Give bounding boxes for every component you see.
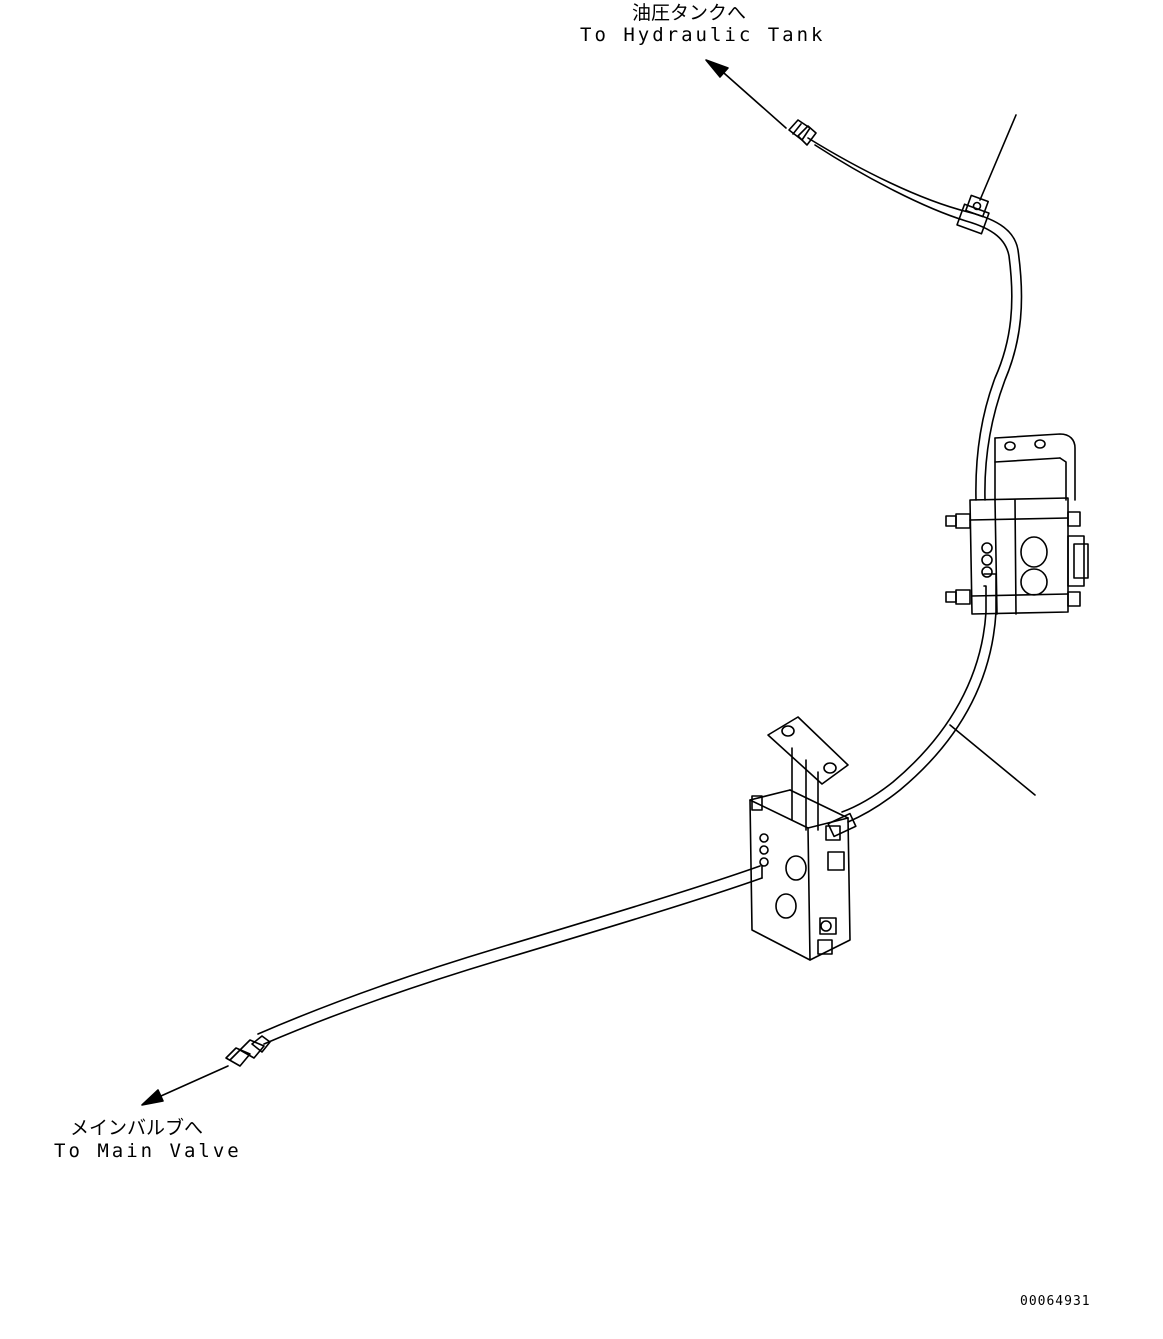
to-hydraulic-tank-label-jp: 油圧タンクへ bbox=[632, 2, 747, 24]
leader-line-upper bbox=[979, 114, 1017, 201]
figure-number: 00064931 bbox=[1020, 1294, 1091, 1309]
hose-middle bbox=[841, 573, 997, 823]
hose-upper bbox=[807, 137, 1023, 501]
arrow-to-hydraulic-tank bbox=[705, 59, 787, 129]
hose-clamp bbox=[956, 194, 990, 235]
to-main-valve-label-jp: メインバルブへ bbox=[70, 1117, 204, 1139]
arrow-to-main-valve bbox=[141, 1065, 229, 1106]
lower-valve-block bbox=[749, 716, 857, 961]
tank-end-fitting bbox=[788, 119, 817, 146]
hose-lower bbox=[257, 865, 763, 1045]
leader-line-lower bbox=[949, 724, 1036, 796]
to-hydraulic-tank-label-en: To Hydraulic Tank bbox=[580, 24, 826, 46]
upper-valve-block bbox=[945, 433, 1089, 615]
to-main-valve-label-en: To Main Valve bbox=[54, 1140, 242, 1162]
main-valve-end-fitting bbox=[225, 1035, 271, 1067]
